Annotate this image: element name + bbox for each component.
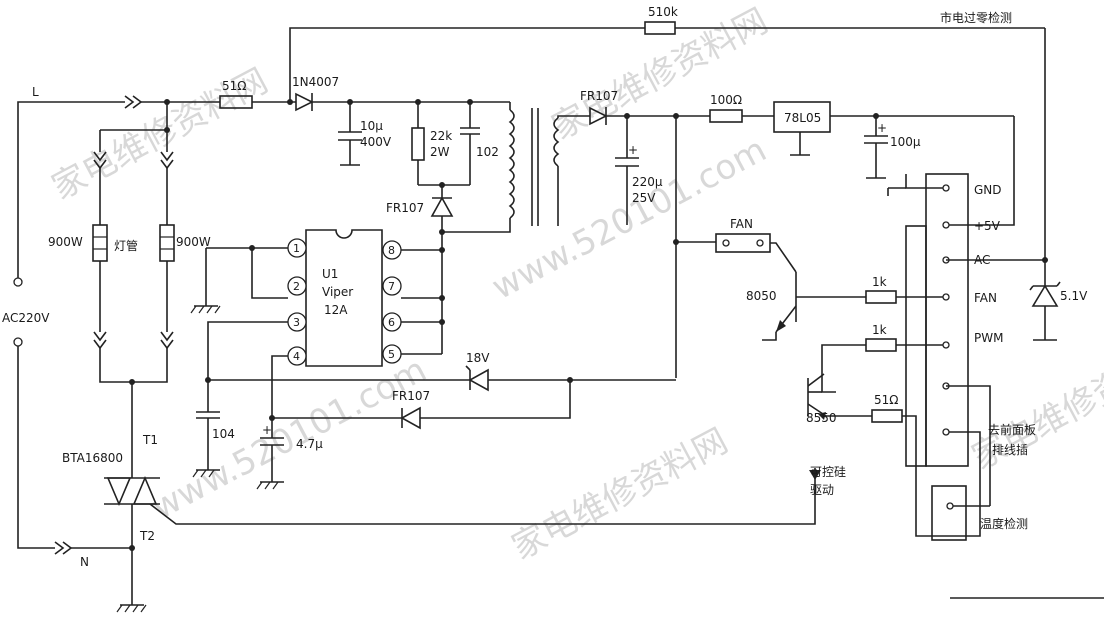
lamp-right: 900W 灯管	[100, 99, 211, 385]
label-N: N	[80, 555, 89, 569]
label-fr107-mid: FR107	[386, 201, 424, 215]
label-c102: 102	[476, 145, 499, 159]
input-rectifier: 51Ω 1N4007 10μ 400V 22k 2W 102	[219, 75, 510, 232]
watermark: 家电维修资料网	[965, 331, 1104, 478]
label-c10u-a: 10μ	[360, 119, 383, 133]
label-lamp-right-watt: 900W	[176, 235, 211, 249]
label-conn-pwm: PWM	[974, 331, 1003, 345]
label-q8050: 8050	[746, 289, 777, 303]
label-q8550: 8550	[806, 411, 837, 425]
watermark: 家电维修资料网	[545, 1, 774, 148]
label-conn-fan: FAN	[974, 291, 997, 305]
label-c100u: 100μ	[890, 135, 921, 149]
label-c4u7: 4.7μ	[296, 437, 323, 451]
pin-2: 2	[293, 280, 300, 293]
label-scr-drive-a: 可控硅	[810, 465, 846, 479]
secondary-supply: FR107 + 220μ 25V 100Ω 78L05 + 100μ	[580, 89, 1015, 378]
pin-8: 8	[388, 244, 395, 257]
transformer	[439, 102, 590, 235]
label-plus: +	[877, 121, 887, 135]
front-panel-connector: GND +5V AC FAN PWM 去前面板 排线插 温度检测	[887, 173, 1048, 541]
label-zero-detect: 市电过零检测	[940, 10, 1012, 25]
label-u1-a: U1	[322, 267, 338, 281]
ic-viper12a: U1 Viper 12A 1 2 3 4 8 7 6 5	[190, 229, 445, 418]
pin-3: 3	[293, 316, 300, 329]
watermark: www.520101.com	[145, 350, 432, 528]
label-r22k-a: 22k	[430, 129, 452, 143]
fan-driver: FAN 8050 1k	[676, 217, 946, 341]
label-r1k-fan: 1k	[872, 275, 887, 289]
label-fan: FAN	[730, 217, 753, 231]
label-r100: 100Ω	[710, 93, 742, 107]
label-c10u-b: 400V	[360, 135, 392, 149]
watermark: 家电维修资料网	[505, 421, 734, 568]
label-c104: 104	[212, 427, 235, 441]
label-r51-bot: 51Ω	[874, 393, 898, 407]
label-t1: T1	[142, 433, 158, 447]
label-plus: +	[628, 143, 638, 157]
lamp-left: 900W	[48, 130, 132, 383]
label-plus: +	[262, 423, 272, 437]
pin-5: 5	[388, 348, 395, 361]
pin-1: 1	[293, 242, 300, 255]
label-r1k-pwm: 1k	[872, 323, 887, 337]
label-u1-c: 12A	[324, 303, 348, 317]
label-temp-detect: 温度检测	[980, 516, 1028, 531]
pin-4: 4	[293, 350, 300, 363]
feedback-network: 18V FR107 104 + 4.7μ	[192, 351, 676, 490]
label-510k: 510k	[648, 5, 678, 19]
label-r22k-b: 2W	[430, 145, 450, 159]
triac-bta16800: T1 BTA16800 T2 可控硅 驱动	[62, 382, 846, 613]
label-78l05: 78L05	[784, 111, 821, 125]
label-lamp-left-watt: 900W	[48, 235, 83, 249]
label-r51-top: 51Ω	[222, 79, 246, 93]
pin-6: 6	[388, 316, 395, 329]
label-c220u-b: 25V	[632, 191, 656, 205]
label-fr107-bot: FR107	[392, 389, 430, 403]
label-ac220v: AC220V	[2, 311, 50, 325]
label-to-panel-a: 去前面板	[988, 422, 1036, 437]
label-zener: 5.1V	[1060, 289, 1088, 303]
label-triac: BTA16800	[62, 451, 123, 465]
label-fr107-top: FR107	[580, 89, 618, 103]
label-18v: 18V	[466, 351, 490, 365]
label-lamp-tube: 灯管	[114, 238, 138, 253]
label-conn-gnd: GND	[974, 183, 1002, 197]
resistor-510k: 510k 市电过零检测	[289, 5, 1046, 260]
label-L: L	[32, 85, 39, 99]
label-1n4007: 1N4007	[292, 75, 339, 89]
label-t2: T2	[139, 529, 155, 543]
label-u1-b: Viper	[322, 285, 353, 299]
pwm-driver: 1k 8550 51Ω	[806, 323, 981, 537]
label-conn-5v: +5V	[974, 219, 1001, 233]
pin-7: 7	[388, 280, 395, 293]
label-to-panel-b: 排线插	[992, 443, 1028, 457]
label-c220u-a: 220μ	[632, 175, 663, 189]
zener-5v1: 5.1V	[1029, 260, 1088, 341]
label-scr-drive-b: 驱动	[810, 483, 834, 497]
ac-input: L AC220V N	[2, 85, 220, 569]
